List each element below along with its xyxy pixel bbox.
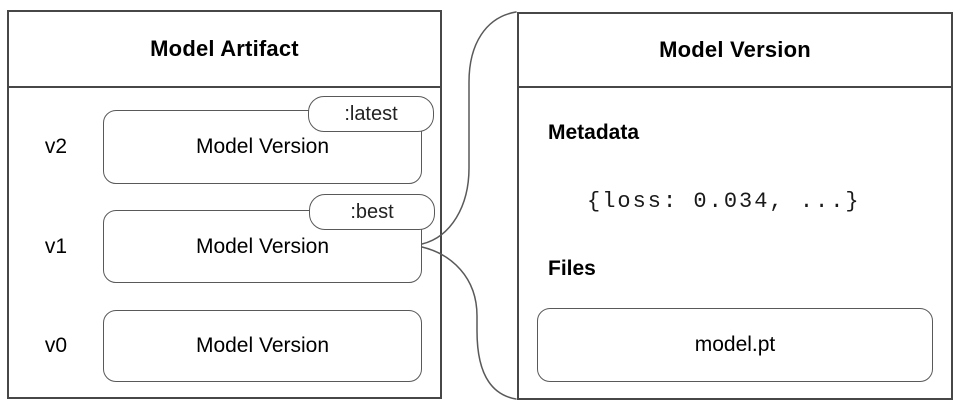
model-version-title: Model Version (519, 14, 951, 88)
files-heading: Files (548, 257, 596, 280)
model-artifact-title: Model Artifact (9, 12, 440, 88)
model-version-box-label: Model Version (195, 334, 330, 357)
model-version-box-v0: Model Version (103, 310, 422, 382)
alias-tag-latest: :latest (308, 96, 434, 132)
metadata-heading: Metadata (548, 121, 640, 144)
file-box: model.pt (537, 308, 933, 382)
metadata-value: {loss: 0.034, ...} (587, 189, 861, 214)
version-label-v0: v0 (44, 334, 68, 357)
model-version-box-label: Model Version (195, 234, 330, 258)
alias-tag-best: :best (309, 194, 435, 230)
version-label-v1: v1 (44, 234, 68, 258)
version-label-v2: v2 (44, 135, 68, 158)
model-version-box-label: Model Version (195, 135, 330, 158)
file-name: model.pt (694, 333, 776, 356)
